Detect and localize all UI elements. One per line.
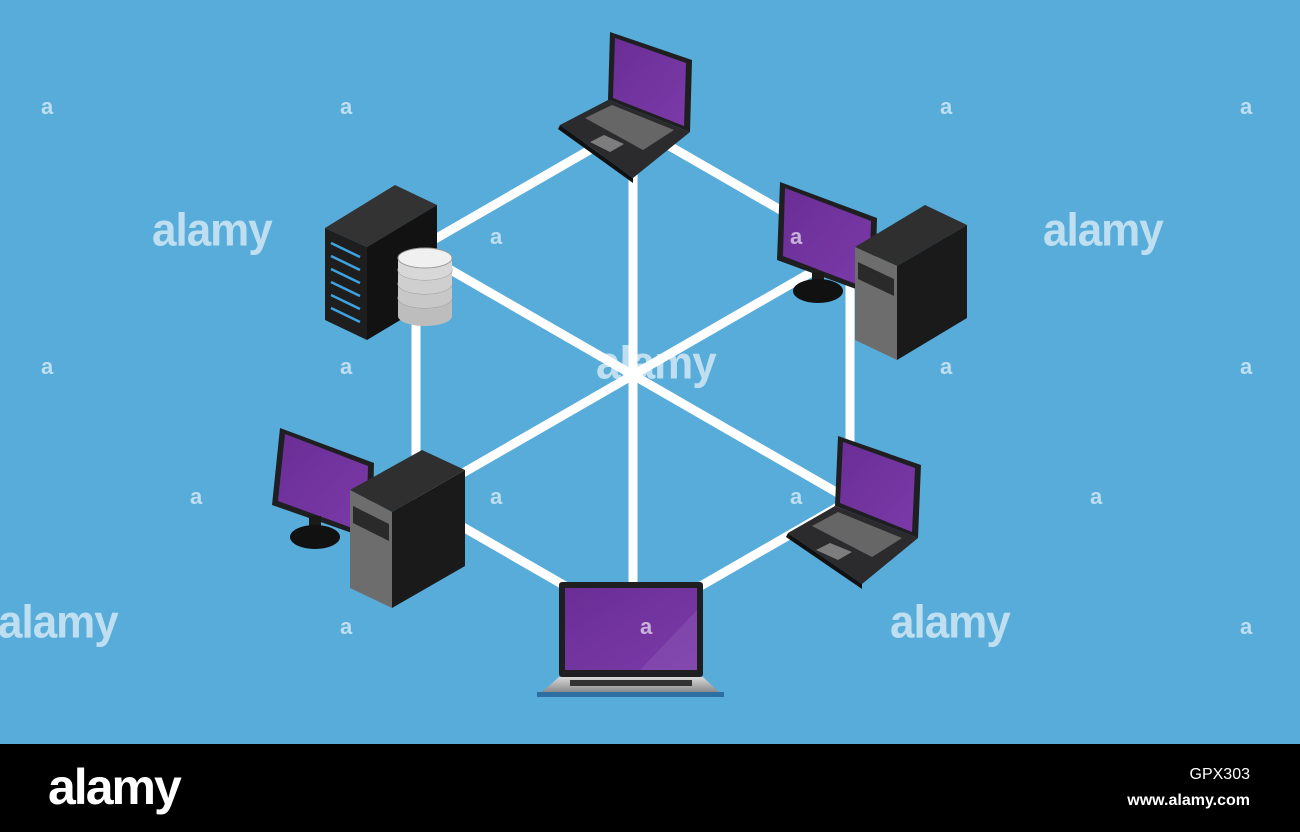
- laptop-screen: [613, 38, 686, 126]
- tower-drive-bay: [353, 506, 389, 541]
- laptop-edge: [786, 533, 862, 589]
- monitor-stand: [290, 525, 340, 549]
- laptop-screen-gloss: [640, 610, 697, 670]
- site-url-link[interactable]: www.alamy.com: [1127, 792, 1250, 809]
- footer-bar: alamy GPX303 www.alamy.com: [0, 744, 1300, 832]
- laptop-touchpad: [816, 543, 852, 560]
- laptop-keyboard: [570, 680, 692, 686]
- monitor-screen: [278, 434, 368, 533]
- watermark-letter: a: [1240, 94, 1253, 119]
- watermark-word: alamy: [596, 337, 717, 390]
- watermark-letter: a: [1240, 354, 1253, 379]
- watermark-letter: a: [940, 94, 953, 119]
- link-upper-right-lower-left: [413, 246, 853, 504]
- laptop-bottom-node: [537, 582, 724, 697]
- watermark-word: alamy: [1043, 204, 1164, 257]
- footer-logo: alamy: [48, 759, 182, 815]
- tower-drive-bay: [858, 262, 894, 296]
- watermark-letter: a: [790, 224, 803, 249]
- watermark-word: alamy: [0, 596, 119, 649]
- watermark-letter: a: [1240, 614, 1253, 639]
- watermark-letter: a: [340, 354, 353, 379]
- laptop-edge: [558, 125, 633, 183]
- server-front: [325, 228, 367, 340]
- laptop-screen: [565, 588, 697, 670]
- server-rack-lights: [330, 241, 361, 324]
- watermark-letter: a: [340, 94, 353, 119]
- laptop-shadow: [537, 692, 724, 697]
- watermark-word: alamy: [890, 596, 1011, 649]
- watermark-letter: a: [41, 94, 54, 119]
- tower-side: [392, 470, 465, 608]
- laptop-lower-right-node: [786, 436, 921, 589]
- tower-top: [350, 450, 465, 512]
- server-upper-left-node: [325, 185, 453, 340]
- watermark-letter: a: [940, 354, 953, 379]
- image-id-label: GPX303: [1189, 766, 1250, 783]
- server-top: [325, 185, 437, 247]
- watermark-letter: a: [41, 354, 54, 379]
- monitor-stand: [793, 279, 843, 303]
- laptop-keyboard: [585, 105, 674, 150]
- tower-top: [855, 205, 967, 266]
- laptop-touchpad: [590, 135, 624, 152]
- tower-side: [897, 225, 967, 360]
- laptop-keyboard: [812, 512, 902, 557]
- watermark-letter: a: [190, 484, 203, 509]
- desktop-upper-right-node: [777, 182, 967, 360]
- watermark-letter: a: [340, 614, 353, 639]
- watermark-letter: a: [790, 484, 803, 509]
- laptop-screen: [840, 442, 915, 532]
- watermark-letter: a: [490, 484, 503, 509]
- watermark-letter: a: [490, 224, 503, 249]
- monitor-screen: [783, 188, 871, 289]
- watermark-letter: a: [1090, 484, 1103, 509]
- network-diagram: [272, 32, 967, 697]
- database-icon: [397, 247, 453, 326]
- desktop-lower-left-node: [272, 428, 465, 608]
- diagram-canvas: alamy alamy alamy alamy alamy a a a a a …: [0, 0, 1300, 744]
- laptop-top-node: [558, 32, 692, 183]
- watermark-word: alamy: [152, 204, 273, 257]
- watermark-letter: a: [640, 614, 653, 639]
